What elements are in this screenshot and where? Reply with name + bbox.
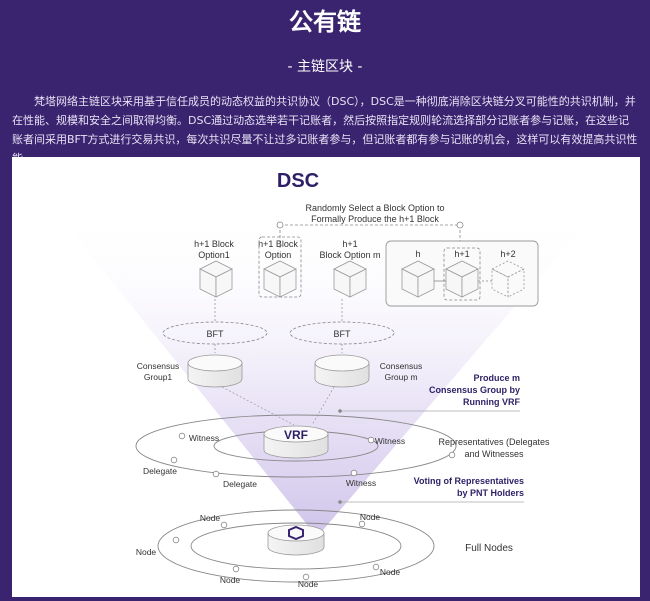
- full-nodes-label: Full Nodes: [465, 543, 513, 554]
- full-node-dots: [172, 520, 380, 581]
- chain-block-h: [401, 260, 435, 298]
- node-label-2: Node: [360, 512, 381, 522]
- block-option-m-cube: [333, 260, 367, 298]
- chain-h1-highlight: [443, 247, 481, 301]
- vrf-label: VRF: [284, 428, 308, 442]
- node-label-1: Node: [200, 513, 221, 523]
- vrf-connectors: [221, 386, 335, 426]
- vrf-disk: [263, 425, 329, 459]
- block-option1-label-l1: h+1 Block: [194, 239, 234, 249]
- dsc-diagram: DSC Randomly Select a Block Option to Fo…: [52, 170, 600, 589]
- select-label-line2: Formally Produce the h+1 Block: [311, 214, 439, 224]
- bft-ellipse-1: [162, 321, 268, 345]
- block-option1-cube: [199, 260, 233, 298]
- block-option1-label-l2: Option1: [198, 250, 230, 260]
- block-option-m-label-l1: h+1: [342, 239, 357, 249]
- full-nodes-outer-ring: [157, 509, 435, 583]
- voting-label-l1: Voting of Representatives: [414, 476, 524, 486]
- chain-h2-label: h+2: [500, 249, 515, 259]
- select-label-line1: Randomly Select a Block Option to: [305, 203, 444, 213]
- selection-end-dot: [456, 221, 464, 229]
- selection-start-dot: [276, 221, 284, 229]
- produce-label-l1: Produce m: [473, 373, 520, 383]
- page-title: 公有链: [289, 8, 361, 36]
- block-option2-cube: [263, 260, 297, 298]
- node-hub-logo-icon: [288, 525, 304, 541]
- voting-label-l2: by PNT Holders: [457, 488, 524, 498]
- witness-label-2: Witness: [375, 436, 405, 446]
- full-nodes-inner-ring: [190, 522, 402, 570]
- chain-h-label: h: [415, 249, 420, 259]
- bft-ellipse-2: [289, 321, 395, 345]
- chain-block-h1: [445, 260, 479, 298]
- chain-h1-label: h+1: [454, 249, 469, 259]
- block-option2-label-l1: h+1 Block: [258, 239, 298, 249]
- block-option-m-label-l2: Block Option m: [319, 250, 380, 260]
- diagram-title: DSC: [277, 170, 319, 192]
- representatives-label-l1: Representatives (Delegates: [438, 437, 550, 447]
- delegate-label-1: Delegate: [143, 466, 177, 476]
- consensus-group1-disk: [187, 354, 243, 388]
- representatives-label-l2: and Witnesses: [464, 449, 524, 459]
- witness-label-3: Witness: [346, 478, 376, 488]
- consensus-group-m-label-l1: Consensus: [380, 361, 423, 371]
- node-label-4: Node: [220, 575, 241, 585]
- node-hub-disk: [267, 524, 325, 556]
- node-label-6: Node: [380, 567, 401, 577]
- voting-pointer-dot: [338, 500, 342, 504]
- consensus-group-m-label-l2: Group m: [384, 372, 417, 382]
- delegate-label-2: Delegate: [223, 479, 257, 489]
- bft-label-2: BFT: [334, 329, 352, 339]
- representative-dots: [170, 432, 456, 478]
- witness-label-1: Witness: [189, 433, 219, 443]
- produce-pointer-dot: [338, 409, 342, 413]
- block-option2-label-l2: Option: [265, 250, 292, 260]
- bft-label-1: BFT: [207, 329, 225, 339]
- bft-connectors: [214, 299, 343, 353]
- consensus-group1-label-l1: Consensus: [137, 361, 180, 371]
- consensus-group-m-disk: [314, 354, 370, 388]
- node-label-5: Node: [298, 579, 319, 589]
- representatives-outer-ring: [135, 414, 457, 478]
- section-title: - 主链区块 -: [287, 59, 363, 75]
- dsc-diagram-panel: DSC Randomly Select a Block Option to Fo…: [12, 157, 640, 597]
- consensus-group1-label-l2: Group1: [144, 372, 173, 382]
- produce-label-l2: Consensus Group by: [429, 385, 520, 395]
- produce-label-l3: Running VRF: [463, 397, 520, 407]
- chain-block-h2: [491, 260, 525, 298]
- node-label-3: Node: [136, 547, 157, 557]
